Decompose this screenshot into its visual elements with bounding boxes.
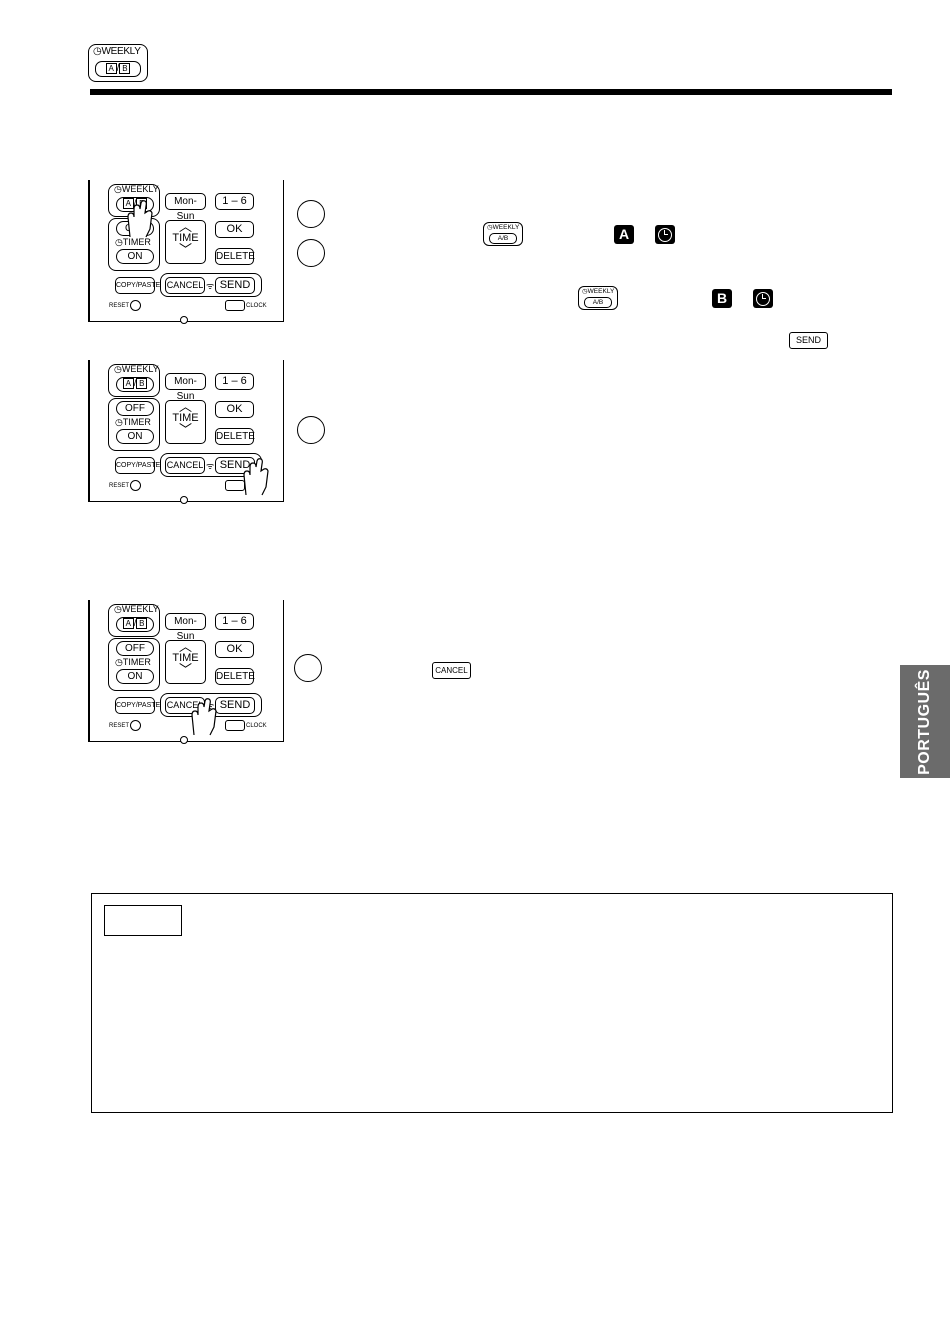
step-circle-cancel: [294, 654, 322, 682]
ok-button[interactable]: OK: [215, 401, 254, 418]
send-button[interactable]: SEND: [215, 697, 255, 714]
on-button[interactable]: ON: [116, 429, 154, 444]
copy-paste-button[interactable]: COPY/PASTE: [115, 697, 160, 714]
clock-button[interactable]: [225, 720, 245, 731]
remote-illustration-step-1: ◷WEEKLY A/B Mon-Sun 1 – 6 OFF ◷TIMER ON …: [88, 180, 284, 324]
copy-paste-button[interactable]: COPY/PASTE: [115, 457, 160, 474]
hand-pointer-icon: [127, 200, 153, 238]
on-button[interactable]: ON: [116, 669, 154, 684]
send-group: [160, 273, 262, 297]
reset-button[interactable]: [130, 720, 141, 731]
weekly-label: ◷WEEKLY: [114, 604, 159, 614]
off-button[interactable]: OFF: [116, 641, 154, 656]
weekly-label: ◷WEEKLY: [114, 184, 159, 194]
copy-paste-button[interactable]: COPY/PASTE: [115, 277, 160, 294]
signal-icon: ᯤ: [206, 281, 215, 291]
clock-indicator-icon: [655, 225, 675, 244]
timer-group: [108, 398, 160, 451]
note-tab: [104, 905, 182, 936]
down-arrow-icon: ﹀: [178, 422, 192, 437]
ok-button[interactable]: OK: [215, 641, 254, 658]
indicator-b-icon: B: [712, 289, 732, 308]
ab-button[interactable]: A/B: [116, 377, 154, 392]
off-button[interactable]: OFF: [116, 401, 154, 416]
time-button[interactable]: ︿ TIME ﹀: [165, 220, 206, 264]
signal-icon: ᯤ: [206, 461, 215, 471]
reset-label: RESET: [109, 483, 130, 489]
delete-button[interactable]: DELETE: [215, 248, 255, 265]
down-arrow-icon: ﹀: [178, 662, 192, 677]
send-key-inline: SEND: [789, 332, 828, 349]
cancel-key-inline: CANCEL: [432, 662, 471, 679]
remote-illustration-cancel: ◷WEEKLY A/B Mon-Sun 1 – 6 OFF ◷TIMER ON …: [88, 600, 284, 744]
up-arrow-icon: ︿: [178, 219, 192, 234]
ok-button[interactable]: OK: [215, 221, 254, 238]
remote-illustration-step-3: ◷WEEKLY A/B Mon-Sun 1 – 6 OFF ◷TIMER ON …: [88, 360, 284, 504]
indicator-a-icon: A: [614, 225, 634, 244]
weekly-key-label: ◷WEEKLY: [93, 46, 141, 57]
down-arrow-icon: ﹀: [178, 242, 192, 257]
weekly-ab-key-inline-1: ◷WEEKLY A/B: [483, 222, 523, 246]
weekly-group: [108, 364, 160, 397]
one-six-button[interactable]: 1 – 6: [215, 373, 254, 390]
time-button[interactable]: ︿ TIME ﹀: [165, 400, 206, 444]
clock-label: CLOCK: [246, 723, 267, 729]
step-circle-3: [297, 416, 325, 444]
language-tab: PORTUGUÊS: [900, 665, 950, 778]
on-button[interactable]: ON: [116, 249, 154, 264]
reset-label: RESET: [109, 723, 130, 729]
mon-sun-button[interactable]: Mon-Sun: [165, 373, 206, 402]
note-box: [91, 893, 893, 1113]
clock-label: CLOCK: [246, 303, 267, 309]
timer-group: [108, 638, 160, 691]
timer-label: ◷TIMER: [115, 657, 151, 667]
reset-button[interactable]: [130, 480, 141, 491]
clock-indicator-icon-2: [753, 289, 773, 308]
delete-button[interactable]: DELETE: [215, 428, 255, 445]
timer-label: ◷TIMER: [115, 417, 151, 427]
timer-label: ◷TIMER: [115, 237, 151, 247]
up-arrow-icon: ︿: [178, 399, 192, 414]
step-circle-2: [297, 239, 325, 267]
weekly-ab-key-inline-2: ◷WEEKLY A/B: [578, 286, 618, 310]
delete-button[interactable]: DELETE: [215, 668, 255, 685]
ab-button[interactable]: A/B: [116, 617, 154, 632]
reset-button[interactable]: [130, 300, 141, 311]
ab-key-label: A/B: [95, 61, 141, 77]
hand-pointer-icon: [191, 698, 217, 736]
one-six-button[interactable]: 1 – 6: [215, 193, 254, 210]
mon-sun-button[interactable]: Mon-Sun: [165, 613, 206, 642]
weekly-ab-key-header: ◷WEEKLY A/B: [88, 44, 148, 82]
cancel-button[interactable]: CANCEL: [165, 697, 205, 714]
send-button[interactable]: SEND: [215, 277, 255, 294]
mon-sun-button[interactable]: Mon-Sun: [165, 193, 206, 222]
cancel-button[interactable]: CANCEL: [165, 457, 205, 474]
clock-button[interactable]: [225, 300, 245, 311]
up-arrow-icon: ︿: [178, 639, 192, 654]
weekly-group: [108, 604, 160, 637]
reset-label: RESET: [109, 303, 130, 309]
cancel-button[interactable]: CANCEL: [165, 277, 205, 294]
step-circle-1: [297, 200, 325, 228]
time-button[interactable]: ︿ TIME ﹀: [165, 640, 206, 684]
hand-pointer-icon: [243, 458, 269, 496]
one-six-button[interactable]: 1 – 6: [215, 613, 254, 630]
header-rule: [90, 89, 892, 95]
clock-icon: ◷: [93, 46, 102, 57]
weekly-label: ◷WEEKLY: [114, 364, 159, 374]
